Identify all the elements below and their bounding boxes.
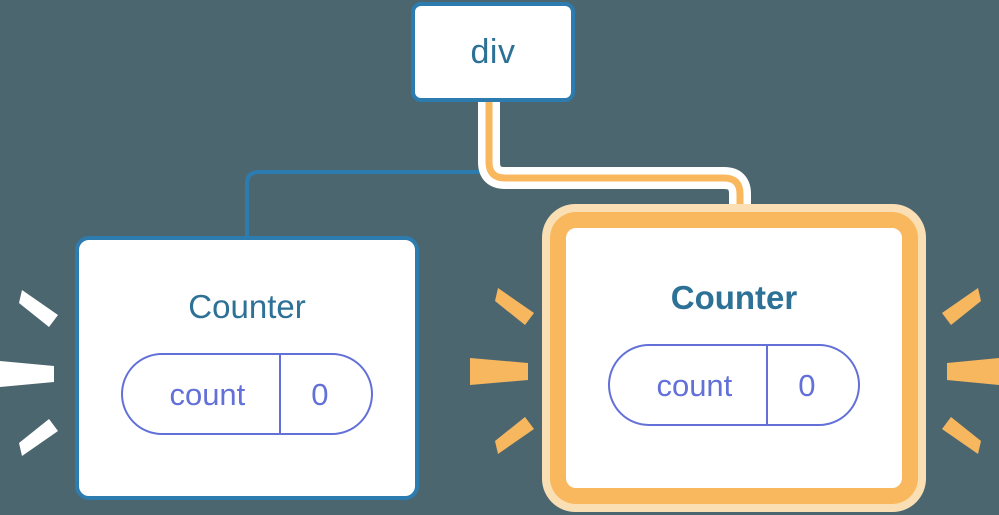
node-div[interactable]: div <box>411 2 575 102</box>
spark-group-right-orange-right <box>942 288 999 454</box>
state-value-right: 0 <box>766 346 857 424</box>
spark-icon <box>0 361 54 387</box>
spark-group-right-orange-left <box>470 288 534 454</box>
spark-icon <box>470 358 528 385</box>
spark-icon <box>947 358 999 385</box>
spark-icon <box>19 290 58 327</box>
state-pill-left: count 0 <box>121 353 373 435</box>
edge-div-to-counter-right <box>485 100 744 240</box>
spark-icon <box>19 419 58 456</box>
spark-icon <box>495 288 534 325</box>
spark-icon <box>495 417 534 454</box>
node-counter-left[interactable]: Counter count 0 <box>75 236 419 500</box>
state-key-right: count <box>656 367 733 403</box>
node-counter-right[interactable]: Counter count 0 <box>562 224 906 492</box>
spark-icon <box>942 288 981 325</box>
state-key-left: count <box>169 376 246 412</box>
node-div-label: div <box>470 33 516 71</box>
node-counter-right-label: Counter <box>670 279 798 316</box>
state-pill-right: count 0 <box>608 344 860 426</box>
state-value-left: 0 <box>279 355 370 433</box>
spark-group-left-white <box>0 290 58 456</box>
spark-icon <box>942 417 981 454</box>
node-counter-left-label: Counter <box>188 288 306 325</box>
